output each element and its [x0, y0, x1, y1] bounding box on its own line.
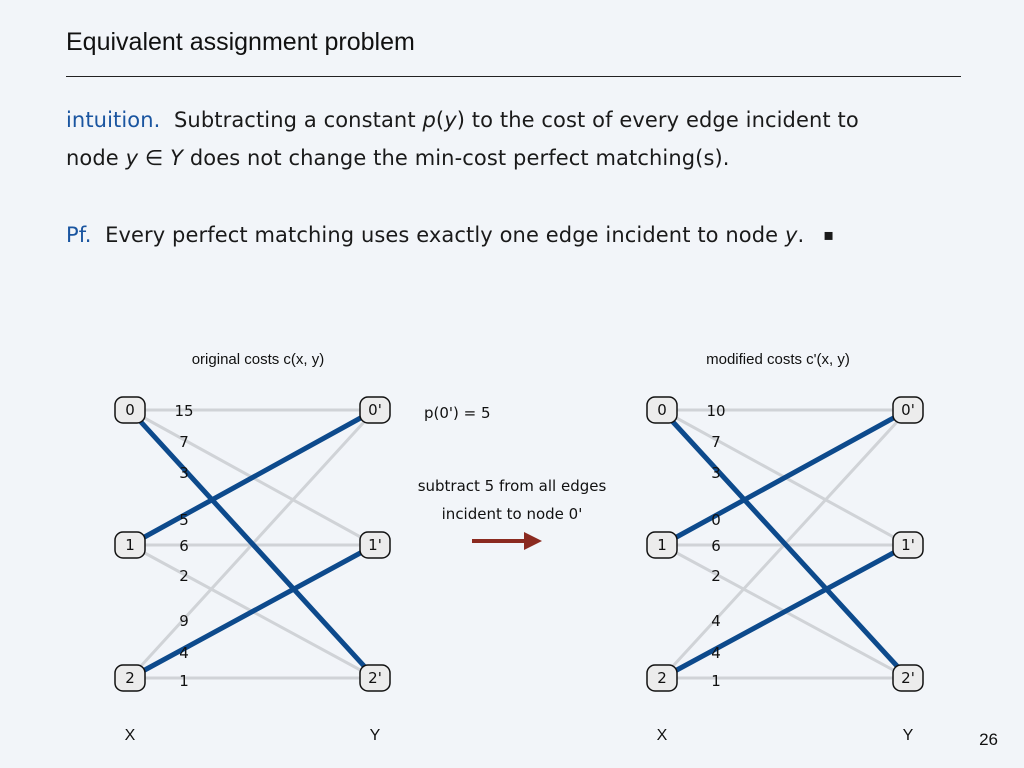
proof-text: Every perfect matching uses exactly one …: [105, 223, 779, 247]
proof-period: .: [797, 223, 805, 247]
cost-label-modified-0-2p: 3: [711, 464, 721, 482]
node-x-modified-2: [646, 664, 678, 692]
intuition-y-node: y: [125, 146, 139, 170]
page-number: 26: [979, 730, 998, 749]
node-y-modified-1p: [892, 531, 924, 559]
right-arrow-icon: [472, 532, 542, 550]
intuition-element-of: ∈: [144, 146, 164, 170]
node-x-label-modified-2: 2: [657, 669, 667, 687]
intuition-label: intuition.: [66, 108, 161, 132]
cost-label-modified-2-0p: 4: [711, 612, 721, 630]
cost-label-original-0-1p: 7: [179, 433, 189, 451]
slide-title: Equivalent assignment problem: [66, 28, 415, 56]
cost-label-modified-2-2p: 1: [711, 672, 721, 690]
intuition-line2-start: node: [66, 146, 119, 170]
node-x-label-original-0: 0: [125, 401, 135, 419]
cost-label-modified-0-1p: 7: [711, 433, 721, 451]
node-y-label-modified-0p: 0': [901, 401, 915, 419]
node-y-label-original-2p: 2': [368, 669, 382, 687]
cost-label-original-2-1p: 4: [179, 644, 189, 662]
cost-label-original-1-1p: 6: [179, 537, 189, 555]
matching-edge-original-1-0p: [127, 407, 378, 548]
intuition-text-2: to the cost of every edge incident to: [471, 108, 859, 132]
set-y-label-original: Y: [370, 727, 381, 744]
cost-label-modified-2-1p: 4: [711, 644, 721, 662]
matching-edge-modified-0-2p: [659, 407, 911, 681]
cost-label-original-2-2p: 1: [179, 672, 189, 690]
cost-label-original-2-0p: 9: [179, 612, 189, 630]
cost-label-modified-1-1p: 6: [711, 537, 721, 555]
node-y-label-modified-1p: 1': [901, 536, 915, 554]
intuition-open-paren: (: [435, 108, 445, 132]
cost-label-modified-0-0p: 10: [706, 402, 725, 420]
graph-original: 15 7 3 5 6 2 9 4 1 0 1 2 0' 1' 2': [114, 396, 391, 692]
intuition-p-symbol: p: [422, 108, 436, 132]
node-y-original-0p: [359, 396, 391, 424]
graph-caption-original: original costs c(x, y): [192, 351, 325, 368]
node-x-label-original-2: 2: [125, 669, 135, 687]
node-y-label-original-1p: 1': [368, 536, 382, 554]
instruction-line-1: subtract 5 from all edges: [418, 477, 607, 495]
proof-paragraph: Pf. Every perfect matching uses exactly …: [66, 216, 834, 254]
intuition-paragraph: intuition. Subtracting a constant p(y) t…: [66, 101, 859, 177]
node-x-original-0: [114, 396, 146, 424]
intuition-line2-end: does not change the min-cost perfect mat…: [189, 146, 730, 170]
node-y-label-modified-2p: 2': [901, 669, 915, 687]
set-x-label-original: X: [125, 727, 136, 744]
node-y-original-1p: [359, 531, 391, 559]
graph-caption-modified: modified costs c'(x, y): [706, 351, 850, 368]
node-x-original-1: [114, 531, 146, 559]
cost-label-original-0-0p: 15: [174, 402, 193, 420]
cost-label-original-0-2p: 3: [179, 464, 189, 482]
title-rule: [66, 76, 961, 77]
node-x-label-original-1: 1: [125, 536, 135, 554]
proof-label: Pf.: [66, 223, 92, 247]
intuition-text-1: Subtracting a constant: [174, 108, 416, 132]
matching-edge-original-2-1p: [127, 542, 378, 681]
intuition-set-y: Y: [170, 146, 184, 170]
node-y-modified-0p: [892, 396, 924, 424]
matching-edge-original-0-2p: [127, 407, 378, 681]
set-x-label-modified: X: [657, 727, 668, 744]
set-y-label-modified: Y: [903, 727, 914, 744]
node-x-modified-0: [646, 396, 678, 424]
qed-symbol: ▪: [823, 225, 835, 244]
node-y-original-2p: [359, 664, 391, 692]
matching-edge-modified-2-1p: [659, 542, 911, 681]
potential-label: p(0') = 5: [424, 404, 491, 422]
proof-y-symbol: y: [784, 223, 798, 247]
node-y-label-original-0p: 0': [368, 401, 382, 419]
node-x-label-modified-1: 1: [657, 536, 667, 554]
cost-label-original-1-2p: 2: [179, 567, 189, 585]
intuition-close-paren: ): [456, 108, 466, 132]
node-x-label-modified-0: 0: [657, 401, 667, 419]
cost-label-modified-1-0p: 0: [711, 511, 721, 529]
node-x-modified-1: [646, 531, 678, 559]
instruction-line-2: incident to node 0': [442, 505, 583, 523]
matching-edge-modified-1-0p: [659, 407, 911, 548]
cost-label-original-1-0p: 5: [179, 511, 189, 529]
intuition-y-symbol: y: [444, 108, 457, 132]
node-y-modified-2p: [892, 664, 924, 692]
node-x-original-2: [114, 664, 146, 692]
cost-label-modified-1-2p: 2: [711, 567, 721, 585]
